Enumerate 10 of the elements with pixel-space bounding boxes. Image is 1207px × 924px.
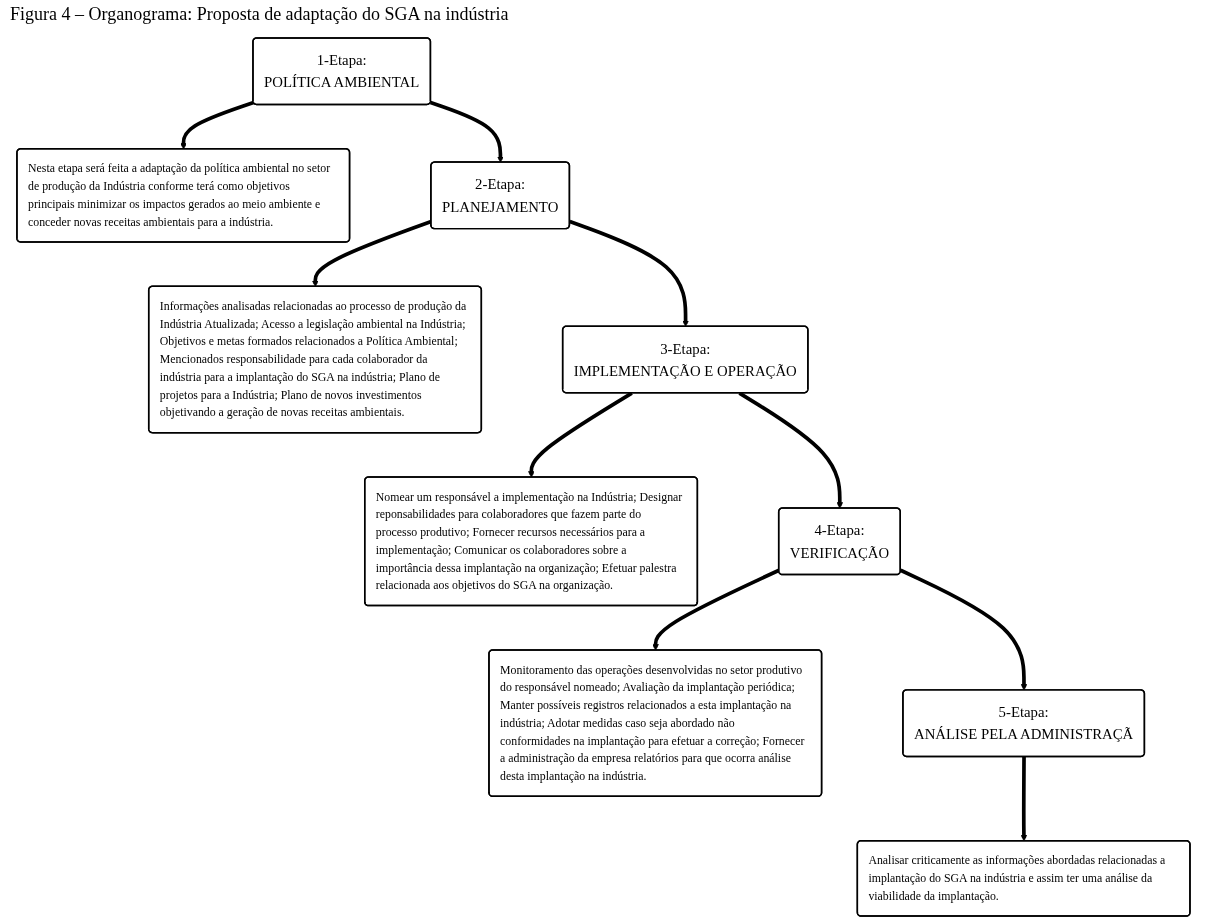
arrow: [429, 100, 504, 163]
arrow: [569, 219, 689, 327]
arrow: [1020, 756, 1028, 842]
figure-title: Figura 4 – Organograma: Proposta de adaptação do SGA na indústria: [9, 3, 510, 26]
arrow: [738, 391, 844, 509]
arrow: [899, 568, 1028, 691]
arrow: [180, 100, 255, 150]
arrow: [528, 391, 633, 478]
arrow: [652, 568, 780, 651]
arrow: [312, 219, 432, 287]
